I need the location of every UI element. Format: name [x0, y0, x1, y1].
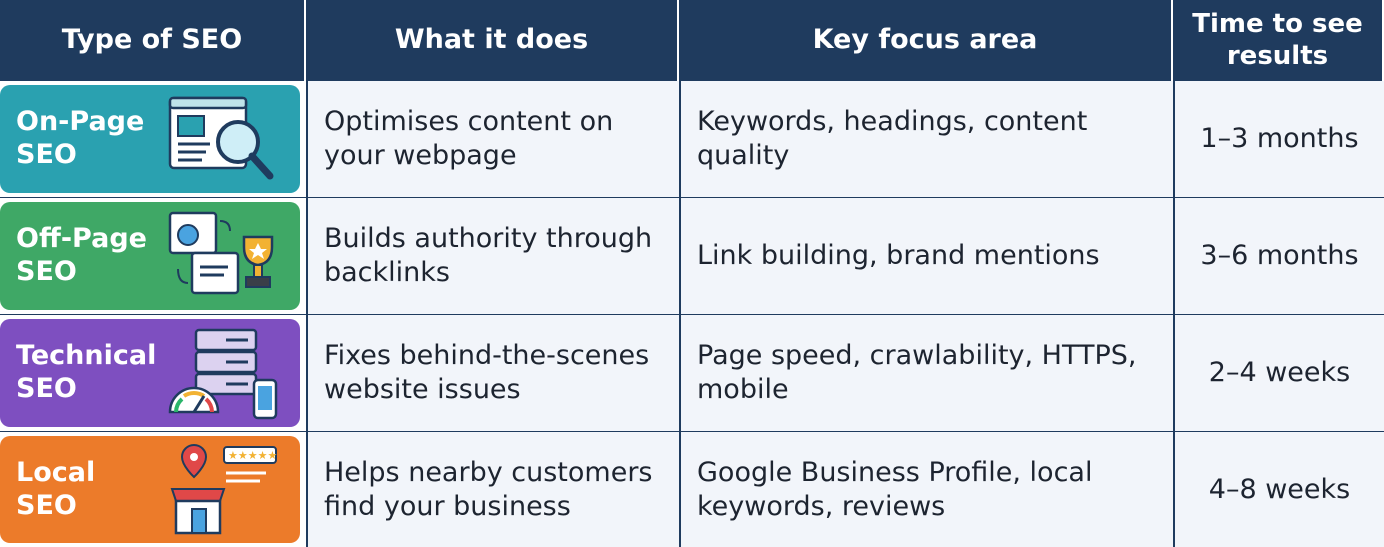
webpage-magnifier-icon: [168, 96, 274, 180]
local-focus: Google Business Profile, local keywords,…: [679, 432, 1173, 547]
technical-time: 2–4 weeks: [1173, 315, 1384, 432]
header-what-it-does: What it does: [306, 0, 679, 81]
backlinks-trophy-icon: [168, 211, 274, 295]
offpage-time: 3–6 months: [1173, 198, 1384, 315]
header-type: Type of SEO: [0, 0, 306, 81]
local-does: Helps nearby customers find your busines…: [306, 432, 679, 547]
onpage-time: 1–3 months: [1173, 81, 1384, 198]
offpage-focus: Link building, brand mentions: [679, 198, 1173, 315]
svg-text:★★★★★: ★★★★★: [228, 449, 277, 462]
technical-focus: Page speed, crawlability, HTTPS, mobile: [679, 315, 1173, 432]
offpage-does: Builds authority through backlinks: [306, 198, 679, 315]
onpage-does: Optimises content on your webpage: [306, 81, 679, 198]
server-speedometer-icon: [168, 328, 278, 420]
header-key-focus: Key focus area: [679, 0, 1173, 81]
technical-does: Fixes behind-the-scenes website issues: [306, 315, 679, 432]
local-time: 4–8 weeks: [1173, 432, 1384, 547]
onpage-focus: Keywords, headings, content quality: [679, 81, 1173, 198]
storefront-location-icon: ★★★★★: [170, 443, 277, 534]
header-time: Time to see results: [1173, 0, 1384, 81]
